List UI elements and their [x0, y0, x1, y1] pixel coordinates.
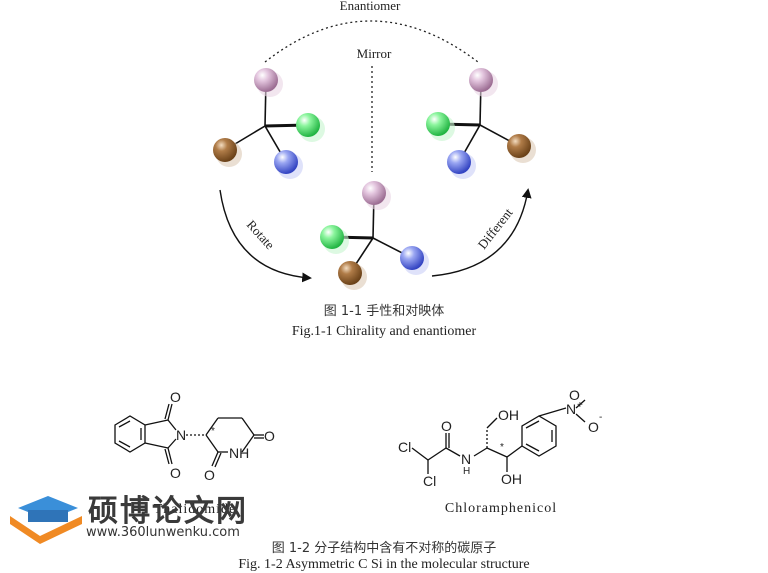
watermark-brand: 硕博论文网: [88, 494, 248, 529]
figure1-caption-cn: 图 1-1 手性和对映体: [323, 304, 445, 319]
enantiomer-label: Enantiomer: [340, 0, 401, 13]
enantiomer-arc: [264, 20, 479, 63]
chloramphenicol-oh-top: OH: [498, 407, 519, 423]
watermark-url: www.360lunwenku.com: [86, 525, 240, 540]
atom-ball-blue: [447, 150, 471, 174]
chloramphenicol-stereo-mark: *: [500, 442, 504, 453]
chloramphenicol-structure: [411, 399, 586, 474]
atom-ball-green: [320, 225, 344, 249]
rotate-arrow: [219, 189, 312, 283]
figure1-caption-en: Fig.1-1 Chirality and enantiomer: [291, 324, 477, 339]
chloramphenicol-oh-bottom: OH: [501, 471, 522, 487]
chloramphenicol-n: N: [461, 451, 471, 467]
atom-ball-blue: [400, 246, 424, 270]
thalidomide-o-top: O: [170, 389, 181, 405]
chloramphenicol-nitro-minus: -: [599, 412, 602, 423]
molecular-structures-figure: O O N O NH O * Thalidomide Cl Cl O N H O…: [114, 387, 602, 517]
atom-ball-pink: [469, 68, 493, 92]
chloramphenicol-cl-bottom: Cl: [423, 473, 436, 489]
chloramphenicol-name: Chloramphenicol: [445, 501, 557, 516]
molecule-bottom: [320, 181, 429, 290]
thalidomide-nh: NH: [229, 445, 249, 461]
thalidomide-n: N: [176, 427, 186, 443]
atom-ball-green: [426, 112, 450, 136]
atom-ball-pink: [362, 181, 386, 205]
atom-ball-green: [296, 113, 320, 137]
thalidomide-stereo-mark: *: [211, 426, 215, 437]
different-label: Different: [475, 205, 516, 252]
thalidomide-o-bottom: O: [170, 465, 181, 481]
thalidomide-o-lower: O: [204, 467, 215, 483]
chloramphenicol-cl-top: Cl: [398, 439, 411, 455]
atom-ball-pink: [254, 68, 278, 92]
chirality-figure: Enantiomer Mirror: [213, 0, 536, 290]
chloramphenicol-nitro-n: N: [566, 401, 576, 417]
thalidomide-o-right: O: [264, 428, 275, 444]
chloramphenicol-nitro-plus: +: [577, 400, 583, 411]
atom-ball-brown: [338, 261, 362, 285]
atom-ball-blue: [274, 150, 298, 174]
molecule-left: [213, 68, 325, 179]
molecule-right: [426, 68, 536, 179]
different-arrow: [431, 188, 532, 277]
figure2-caption-cn: 图 1-2 分子结构中含有不对称的碳原子: [271, 541, 497, 556]
thalidomide-structure: [114, 403, 264, 468]
atom-ball-brown: [213, 138, 237, 162]
chloramphenicol-o-carbonyl: O: [441, 418, 452, 434]
atom-ball-brown: [507, 134, 531, 158]
watermark-logo-icon: [10, 496, 82, 544]
chloramphenicol-nitro-o-right: O: [588, 419, 599, 435]
thalidomide-name: Thalidomide: [154, 502, 237, 517]
chloramphenicol-h: H: [463, 466, 470, 477]
rotate-label: Rotate: [244, 217, 278, 252]
mirror-label: Mirror: [357, 46, 392, 61]
figure2-caption-en: Fig. 1-2 Asymmetric C Si in the molecula…: [238, 557, 530, 572]
chloramphenicol-nitro-o-top: O: [569, 387, 580, 403]
